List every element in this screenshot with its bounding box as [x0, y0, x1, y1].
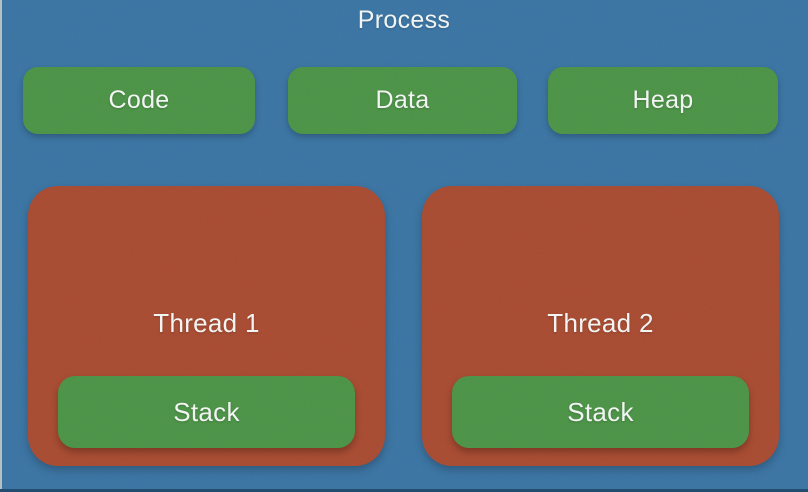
data-label: Data — [375, 86, 430, 114]
code-label: Code — [108, 86, 170, 114]
thread-2-stack-box: Stack — [452, 376, 749, 448]
process-title: Process — [357, 6, 451, 34]
thread-1-stack-box: Stack — [58, 376, 355, 448]
thread-2-label: Thread 2 — [547, 308, 654, 338]
data-box: Data — [288, 67, 517, 134]
thread-1-box: Thread 1 Stack — [28, 186, 385, 466]
code-box: Code — [23, 67, 255, 134]
thread-1-label: Thread 1 — [153, 308, 260, 338]
thread-1-stack-label: Stack — [173, 396, 240, 427]
thread-2-stack-label: Stack — [567, 396, 634, 427]
slide-left-edge — [0, 0, 2, 492]
heap-box: Heap — [548, 67, 778, 134]
thread-2-box: Thread 2 Stack — [422, 186, 779, 466]
slide-bottom-edge — [0, 489, 808, 492]
heap-label: Heap — [632, 86, 694, 114]
